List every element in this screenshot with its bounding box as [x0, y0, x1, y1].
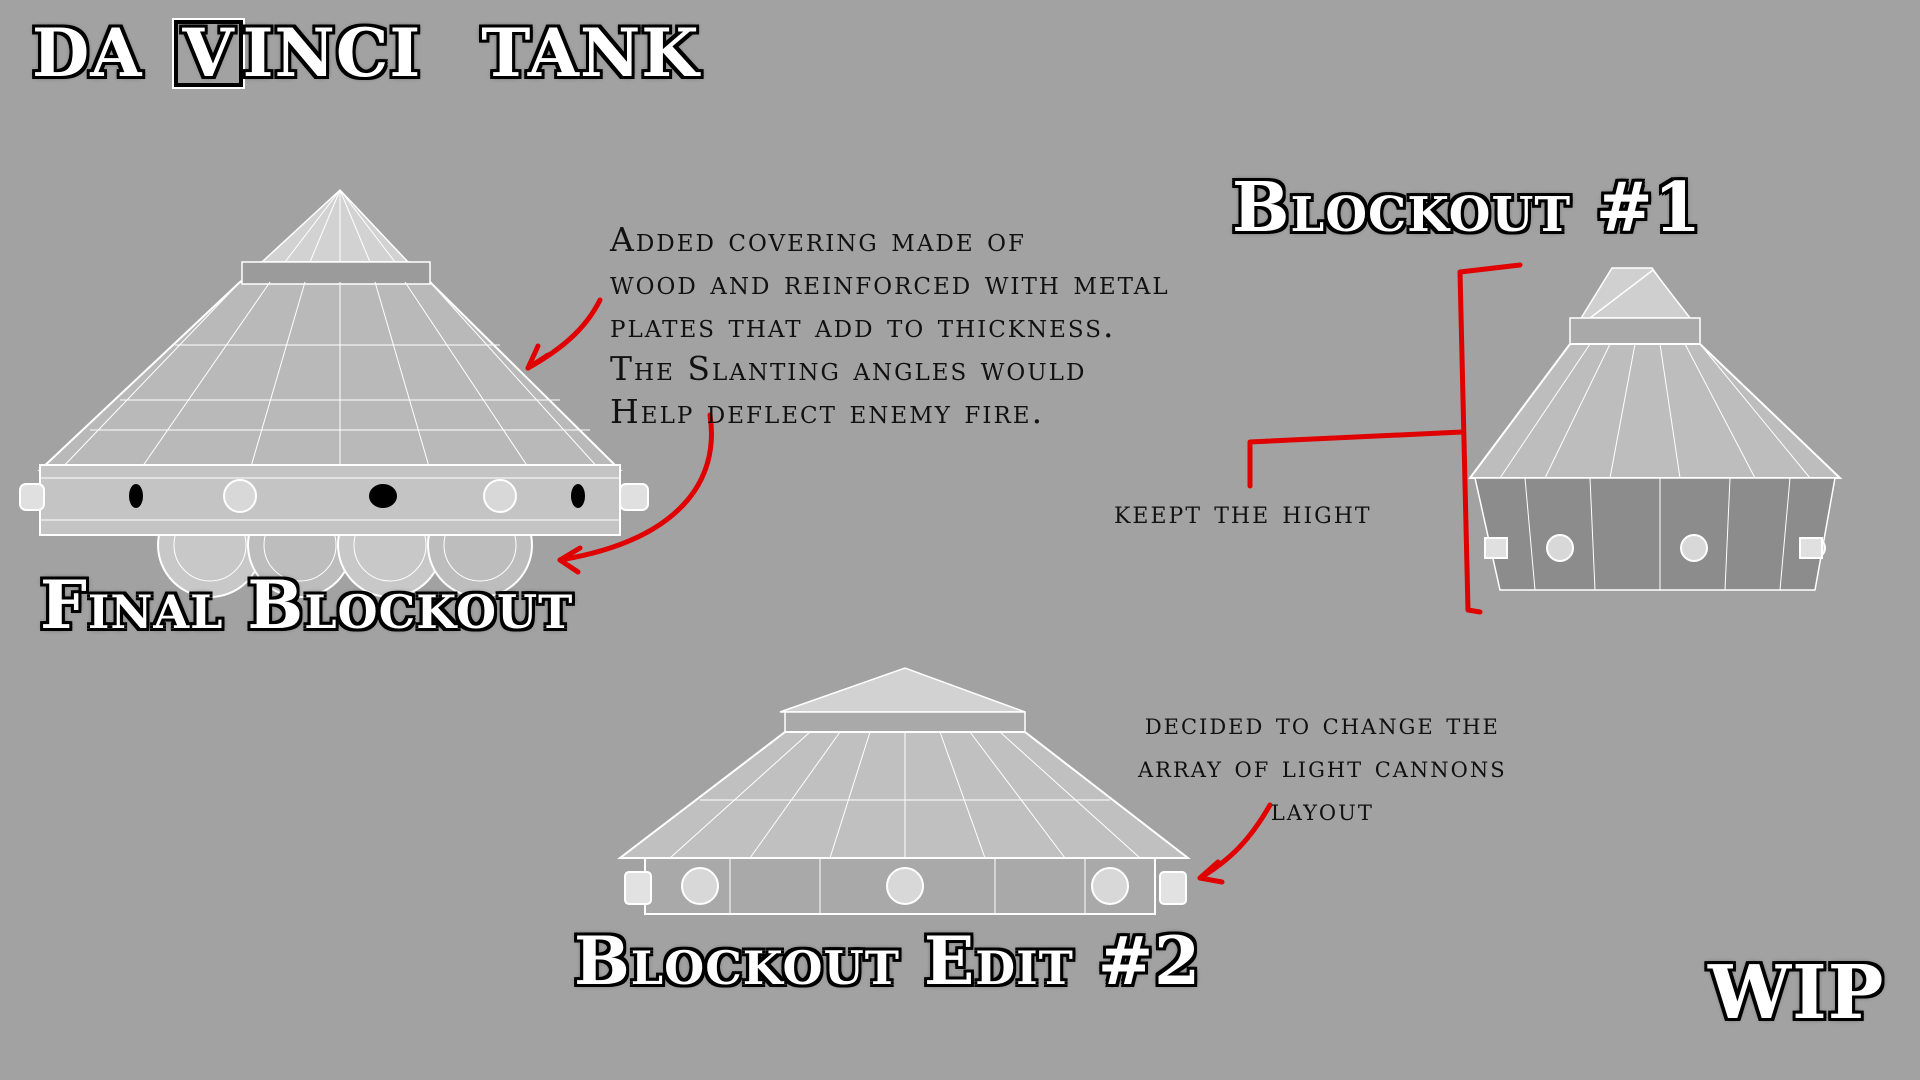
- note-height: keept the hight: [1114, 493, 1372, 531]
- title-logo-v-box: V: [172, 17, 245, 90]
- note-covering-line: wood and reinforced with metal: [610, 263, 1170, 302]
- note-covering-line: plates that add to thickness.: [610, 306, 1116, 345]
- page-title: DA V INCI TANK: [32, 14, 700, 92]
- title-part-da: DA: [32, 14, 143, 92]
- blockout-edit2-tank: [617, 667, 1191, 915]
- red-annotations: [525, 262, 1523, 885]
- note-cannons-line: layout: [1270, 793, 1374, 828]
- note-covering-line: Help deflect enemy fire.: [610, 392, 1045, 431]
- arrow-covering: [525, 297, 603, 371]
- note-cannons: decided to change the array of light can…: [1138, 703, 1507, 832]
- label-wip: WIP: [1708, 950, 1885, 1036]
- title-part-tank: TANK: [481, 14, 700, 92]
- label-blockout1: Blockout #1: [1232, 168, 1703, 248]
- final-blockout-tank: [19, 188, 649, 598]
- label-blockout-edit2: Blockout Edit #2: [574, 922, 1202, 1000]
- note-covering-line: Added covering made of: [610, 220, 1026, 259]
- note-cannons-line: array of light cannons: [1138, 750, 1507, 785]
- title-logo-letter: V: [182, 14, 235, 92]
- arrow-wheels: [557, 412, 714, 563]
- title-part-inci: INCI: [242, 14, 422, 92]
- bracket-height: [1247, 262, 1523, 615]
- label-final-blockout: Final Blockout: [40, 566, 574, 644]
- note-covering-line: The Slanting angles would: [610, 349, 1087, 388]
- note-covering: Added covering made of wood and reinforc…: [610, 218, 1170, 433]
- note-cannons-line: decided to change the: [1144, 707, 1500, 742]
- blockout1-tank: [1468, 267, 1843, 591]
